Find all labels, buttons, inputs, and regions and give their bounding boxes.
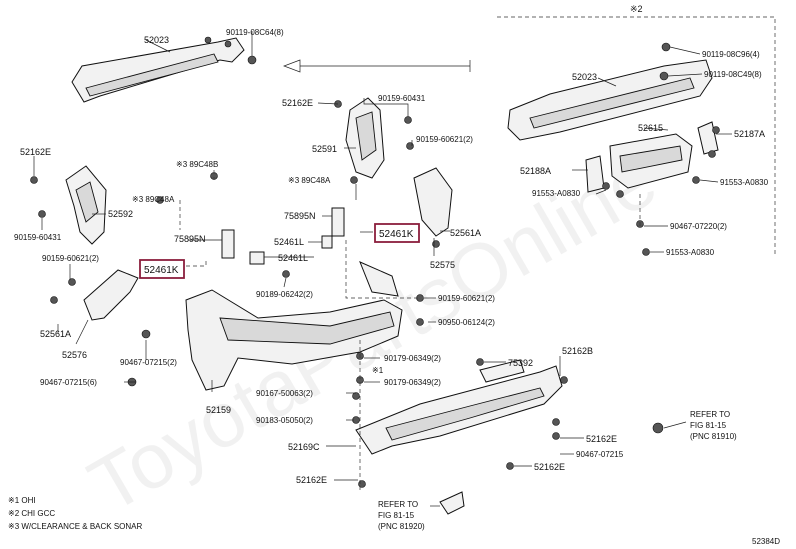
callout-90179-06349-b[interactable]: 90179-06349(2) xyxy=(384,378,441,387)
callout-90950-06124[interactable]: 90950-06124(2) xyxy=(438,318,495,327)
refer-note-right-2[interactable]: FIG 81-15 xyxy=(690,421,727,430)
callout-90159-60621-top[interactable]: 90159-60621(2) xyxy=(416,135,473,144)
part-52461L-b[interactable] xyxy=(249,251,265,265)
part-52023-left[interactable] xyxy=(71,36,245,103)
callout-52561A-right[interactable]: 52561A xyxy=(450,228,481,238)
refer-note-bottom-2[interactable]: FIG 81-15 xyxy=(378,511,415,520)
part-52461L-a[interactable] xyxy=(321,235,333,249)
callout-89C48A-left[interactable]: ※3 89C48A xyxy=(132,195,175,204)
part-75895N-left[interactable] xyxy=(221,229,235,259)
callout-90179-06349-a[interactable]: 90179-06349(2) xyxy=(384,354,441,363)
part-52591[interactable] xyxy=(345,97,385,179)
callout-52591[interactable]: 52591 xyxy=(312,144,337,154)
callout-90467-07215-6[interactable]: 90467-07215(6) xyxy=(40,378,97,387)
callout-90159-60431-left[interactable]: 90159-60431 xyxy=(14,233,62,242)
part-52592[interactable] xyxy=(65,165,107,245)
direction-arrow xyxy=(283,59,471,73)
callout-52461K-mid[interactable]: 52461K xyxy=(379,229,414,240)
callout-90167-50063[interactable]: 90167-50063(2) xyxy=(256,389,313,398)
callout-52162E-bottom[interactable]: 52162E xyxy=(296,475,327,485)
callout-star1: ※1 xyxy=(372,366,384,375)
callout-52561A-left[interactable]: 52561A xyxy=(40,329,71,339)
callout-91553-A0830-a[interactable]: 91553-A0830 xyxy=(532,189,581,198)
highlight-box-52461K-mid xyxy=(374,223,420,243)
part-52023-right[interactable] xyxy=(507,59,713,141)
fastener-group xyxy=(30,42,720,488)
part-52615[interactable] xyxy=(609,133,693,189)
inset-frame xyxy=(497,16,776,255)
part-52169C[interactable] xyxy=(355,365,563,515)
callout-90119-08C64[interactable]: 90119-08C64(8) xyxy=(226,28,284,37)
callout-89C48B[interactable]: ※3 89C48B xyxy=(176,160,218,169)
part-75392[interactable] xyxy=(479,359,525,383)
callout-52615[interactable]: 52615 xyxy=(638,123,663,133)
diagram-id: 52384D xyxy=(752,537,780,546)
callout-91553-A0830-b[interactable]: 91553-A0830 xyxy=(720,178,769,187)
callout-90467-07215-r[interactable]: 90467-07215 xyxy=(576,450,624,459)
callout-90159-60431-top[interactable]: 90159-60431 xyxy=(378,94,426,103)
callout-52576[interactable]: 52576 xyxy=(62,350,87,360)
part-52561A-left[interactable] xyxy=(83,269,139,321)
callout-52162E-r1[interactable]: 52162E xyxy=(586,434,617,444)
part-52159[interactable] xyxy=(185,261,403,391)
highlight-box-52461K-left xyxy=(139,259,185,279)
legend-line-1: ※1 OHI xyxy=(8,496,36,505)
callout-90183-05050[interactable]: 90183-05050(2) xyxy=(256,416,313,425)
callout-90467-07220[interactable]: 90467-07220(2) xyxy=(670,222,727,231)
part-75895N-mid[interactable] xyxy=(331,207,345,237)
callout-90159-60621-mid[interactable]: 90159-60621(2) xyxy=(438,294,495,303)
callout-52461L-b[interactable]: 52461L xyxy=(278,253,308,263)
legend-line-2: ※2 CHI GCC xyxy=(8,509,55,518)
callout-90189-06242[interactable]: 90189-06242(2) xyxy=(256,290,313,299)
callout-75895N-mid[interactable]: 75895N xyxy=(284,211,316,221)
callout-52187A[interactable]: 52187A xyxy=(734,129,765,139)
legend-line-3: ※3 W/CLEARANCE & BACK SONAR xyxy=(8,522,143,531)
callout-52162E-left[interactable]: 52162E xyxy=(20,147,51,157)
callout-89C48A-mid[interactable]: ※3 89C48A xyxy=(288,176,331,185)
callout-52461L-a[interactable]: 52461L xyxy=(274,237,304,247)
callout-90467-07215-2[interactable]: 90467-07215(2) xyxy=(120,358,177,367)
callout-52169C[interactable]: 52169C xyxy=(288,442,320,452)
callout-52162E-top[interactable]: 52162E xyxy=(282,98,313,108)
callout-52159[interactable]: 52159 xyxy=(206,405,231,415)
callout-52023-right[interactable]: 52023 xyxy=(572,72,597,82)
callout-52188A[interactable]: 52188A xyxy=(520,166,551,176)
refer-note-bottom-1[interactable]: REFER TO xyxy=(378,500,418,509)
callout-star2: ※2 xyxy=(630,4,643,14)
callout-52461K-left[interactable]: 52461K xyxy=(144,265,179,276)
callout-52023-left[interactable]: 52023 xyxy=(144,35,169,45)
callout-75392[interactable]: 75392 xyxy=(508,358,533,368)
callout-52575[interactable]: 52575 xyxy=(430,260,455,270)
refer-note-right-1[interactable]: REFER TO xyxy=(690,410,730,419)
callout-90119-08C49[interactable]: 90119-08C49(8) xyxy=(704,70,762,79)
part-52561A-right[interactable] xyxy=(413,167,453,237)
callout-91553-A0830-c[interactable]: 91553-A0830 xyxy=(666,248,715,257)
callout-75895N-left[interactable]: 75895N xyxy=(174,234,206,244)
callout-52162E-r2[interactable]: 52162E xyxy=(534,462,565,472)
callout-90159-60621-left[interactable]: 90159-60621(2) xyxy=(42,254,99,263)
callout-52162B[interactable]: 52162B xyxy=(562,346,593,356)
refer-note-bottom-3[interactable]: (PNC 81920) xyxy=(378,522,425,531)
callout-90119-08C96[interactable]: 90119-08C96(4) xyxy=(702,50,760,59)
callout-52592[interactable]: 52592 xyxy=(108,209,133,219)
leader-lines xyxy=(33,31,732,507)
refer-note-right-3[interactable]: (PNC 81910) xyxy=(690,432,737,441)
